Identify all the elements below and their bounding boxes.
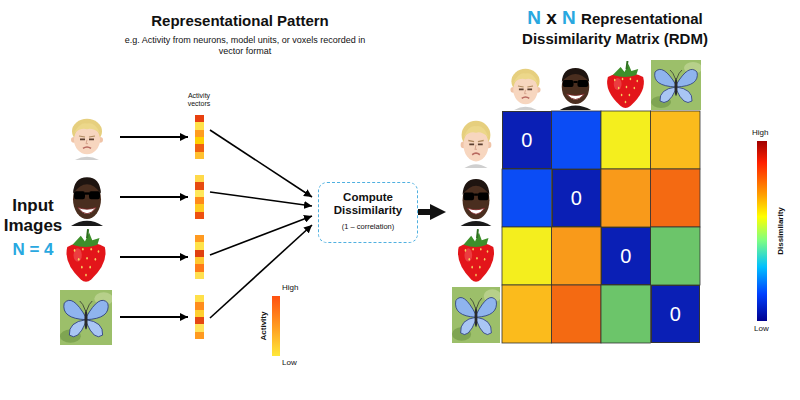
activity-vector — [195, 115, 204, 159]
butterfly-image — [651, 60, 702, 110]
butterfly-image — [60, 290, 113, 345]
activity-vector — [195, 175, 204, 219]
arrow — [120, 136, 188, 138]
arrow — [120, 316, 188, 318]
flow-arrow — [418, 209, 436, 215]
activity-vector — [195, 235, 204, 279]
cell-value: 0 — [620, 246, 631, 266]
face-image — [62, 168, 112, 226]
scale-label: High — [752, 128, 768, 138]
matrix-title: N x N Representational Dissimilarity Mat… — [490, 6, 740, 49]
face-image — [62, 112, 112, 160]
matrix-cell — [601, 285, 651, 343]
matrix-cell — [552, 285, 602, 343]
strawberry-image — [601, 60, 650, 110]
box-label: Compute Dissimilarity — [323, 191, 413, 219]
matrix-cell — [552, 111, 602, 169]
matrix-panel: N x N Representational Dissimilarity Mat… — [446, 4, 746, 347]
matrix-cell — [502, 227, 552, 285]
cell-value: 0 — [521, 130, 532, 150]
matrix-cell — [651, 169, 701, 227]
count-label: N = 4 — [2, 240, 64, 260]
matrix-cell: 0 — [502, 111, 552, 169]
strawberry-image — [452, 228, 500, 284]
arrow — [210, 216, 312, 255]
input-label: Input Images — [2, 196, 64, 237]
arrow — [210, 130, 312, 197]
box-label: (1 – correlation) — [323, 222, 413, 231]
cell-value: 0 — [670, 304, 681, 324]
matrix-cell — [552, 227, 602, 285]
activity-vector — [195, 295, 204, 339]
scale-label: Low — [754, 324, 769, 334]
strawberry-image — [60, 228, 112, 284]
arrow — [120, 196, 188, 198]
face-image — [551, 60, 600, 110]
face-image — [452, 170, 500, 226]
dissimilarity-colorbar — [757, 141, 767, 321]
scale-label: High — [282, 283, 298, 293]
subtitle: e.g. Activity from neurons, model units,… — [120, 35, 370, 57]
butterfly-image — [452, 287, 501, 343]
matrix-cell: 0 — [552, 169, 602, 227]
section-heading: Representational Pattern — [100, 12, 380, 30]
cell-value: 0 — [571, 188, 582, 208]
matrix-cell — [502, 285, 552, 343]
arrow — [120, 256, 188, 258]
matrix-cell — [651, 227, 701, 285]
arrow — [210, 225, 312, 318]
scale-label: Low — [282, 358, 297, 368]
face-image — [452, 113, 500, 168]
axis-label: Activity vectors — [177, 92, 221, 109]
matrix-cell: 0 — [651, 285, 701, 343]
process-box: Compute Dissimilarity (1 – correlation) — [318, 182, 418, 243]
matrix-cell — [502, 169, 552, 227]
axis-label: Activity — [259, 312, 269, 341]
arrow — [210, 192, 312, 206]
face-image — [502, 62, 549, 110]
axis-label: Dissimilarity — [776, 207, 786, 255]
activity-colorbar — [272, 296, 280, 356]
matrix-cell — [601, 169, 651, 227]
matrix-cell: 0 — [601, 227, 651, 285]
matrix-cell — [601, 111, 651, 169]
matrix-cell — [651, 111, 701, 169]
